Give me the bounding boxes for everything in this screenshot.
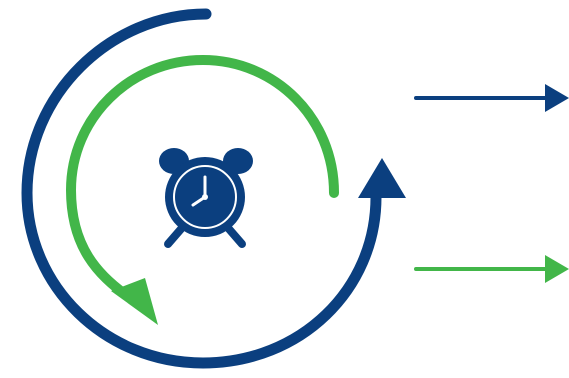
outer-cycle-arrow xyxy=(21,8,406,369)
alarm-clock-face-ring xyxy=(173,165,237,229)
bottom-right-arrow xyxy=(414,255,569,283)
outer-cycle-arc xyxy=(21,8,382,369)
inner-cycle-arc xyxy=(65,54,339,306)
inner-cycle-arrowhead xyxy=(111,278,158,325)
alarm-leg-left xyxy=(164,225,185,248)
bottom-right-arrowhead xyxy=(545,255,569,283)
top-right-arrow xyxy=(414,84,569,112)
alarm-clock-icon xyxy=(159,148,253,248)
outer-cycle-arrowhead xyxy=(358,158,406,198)
clock-center-dot xyxy=(202,194,208,200)
inner-cycle-arrow xyxy=(65,54,339,325)
alarm-leg-right xyxy=(225,225,246,248)
top-right-arrowhead xyxy=(545,84,569,112)
